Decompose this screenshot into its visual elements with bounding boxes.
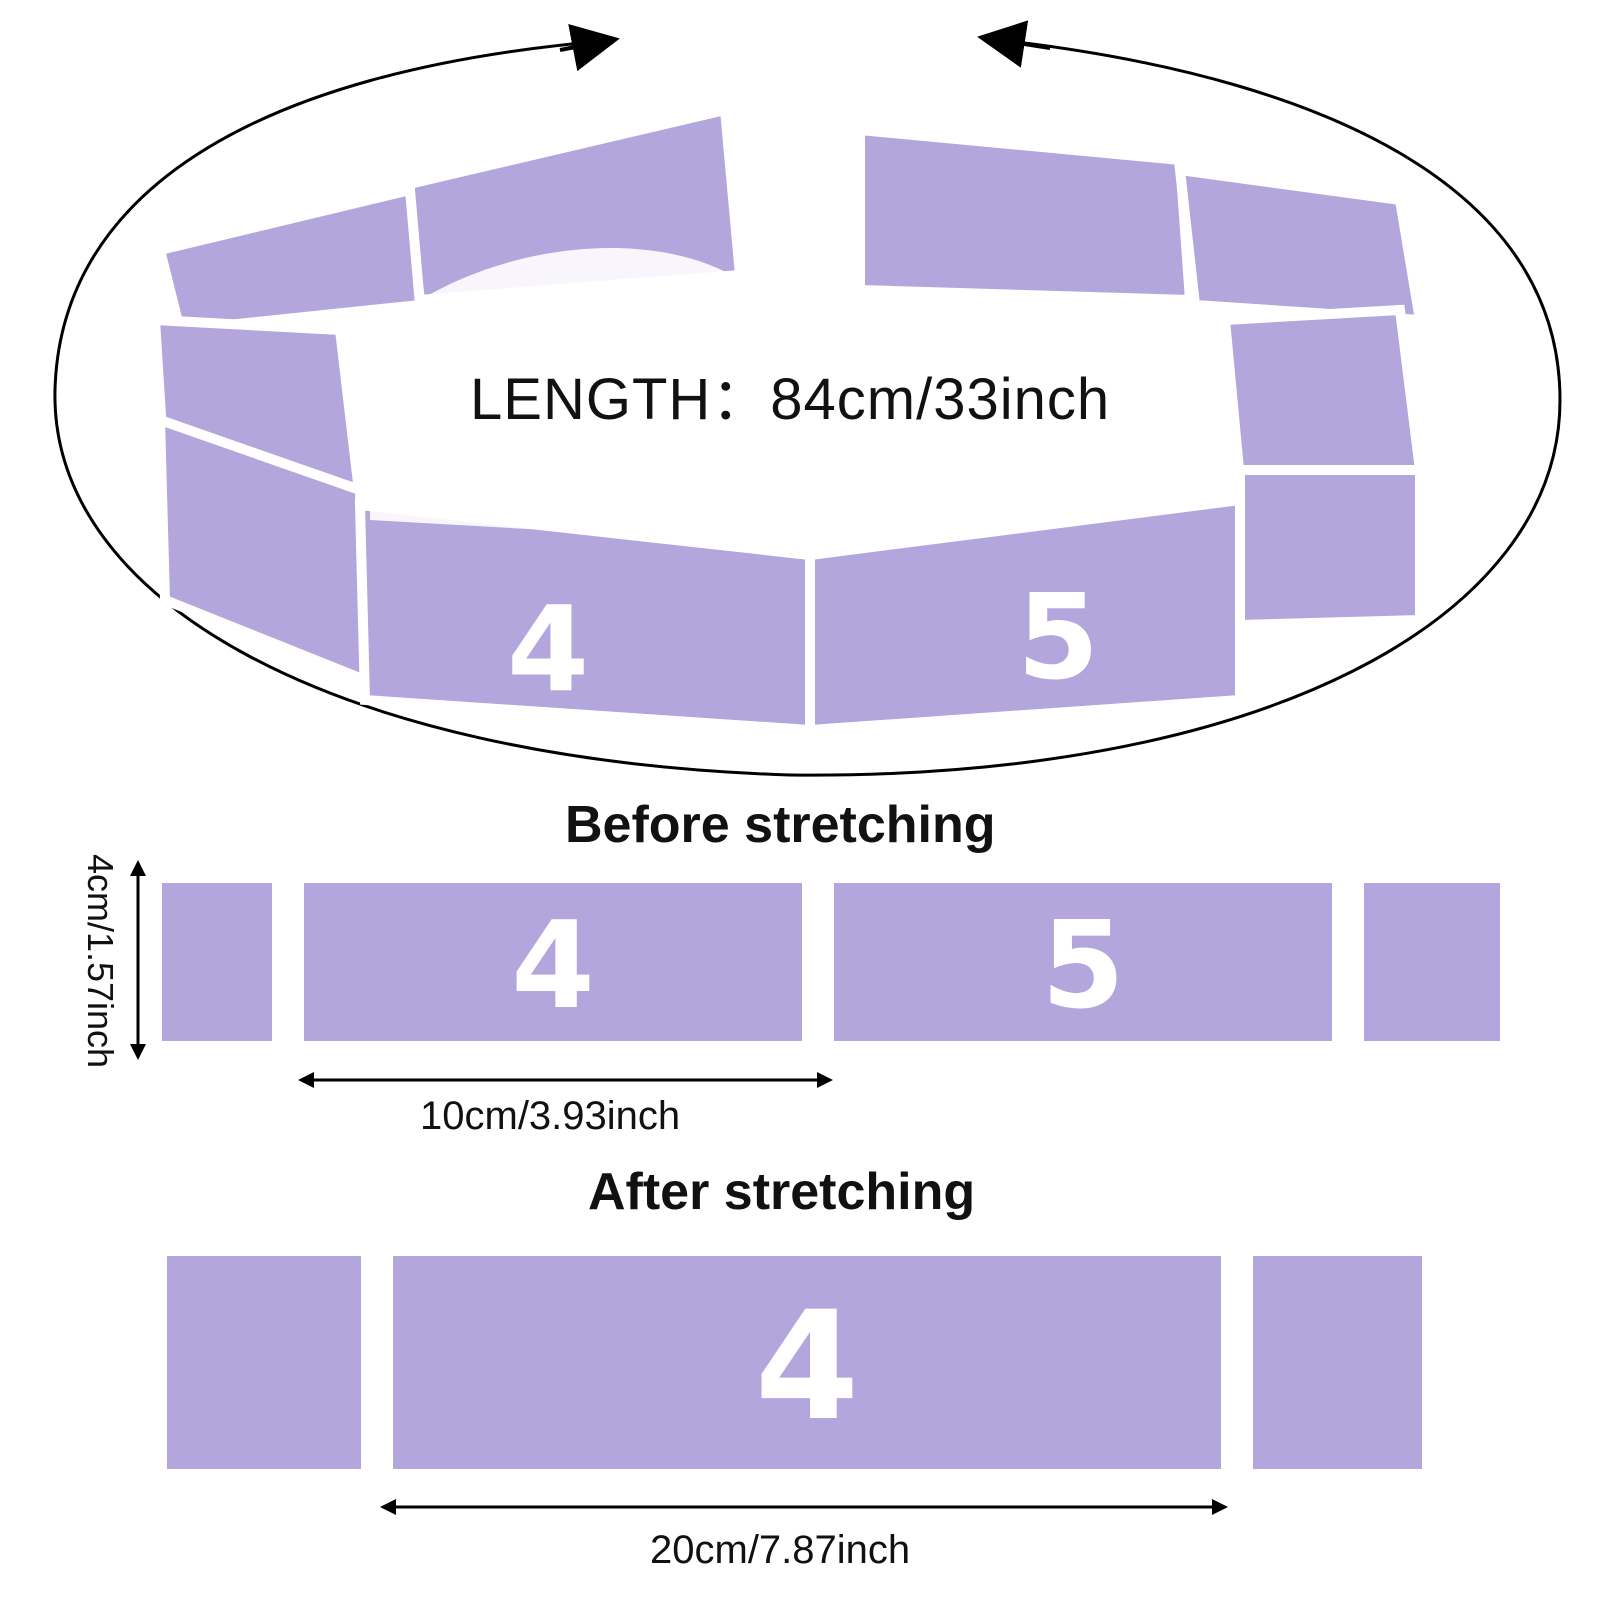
strap-loops bbox=[149, 103, 1426, 736]
arrow-left-icon bbox=[977, 20, 1051, 68]
loop-number-4: 4 bbox=[507, 580, 589, 718]
band-number: 4 bbox=[511, 897, 595, 1036]
before-stretching-title: Before stretching bbox=[565, 796, 996, 854]
width-label: 4cm/1.57inch bbox=[80, 853, 121, 1069]
after-stretching-title: After stretching bbox=[588, 1163, 976, 1221]
strap-loop-illustration: 4 5 bbox=[53, 20, 1562, 777]
after-band-segment bbox=[1237, 1240, 1422, 1485]
stretched-dimension-arrow bbox=[380, 1499, 1228, 1515]
before-band-segment-5 bbox=[818, 867, 1348, 1057]
after-band: 4 bbox=[167, 1240, 1422, 1485]
before-segment-label: 10cm/3.93inch bbox=[420, 1094, 681, 1138]
band-number: 4 bbox=[754, 1280, 860, 1454]
after-band-segment bbox=[167, 1240, 377, 1485]
loop-number-5: 5 bbox=[1017, 568, 1099, 706]
length-label: LENGTH：84cm/33inch bbox=[470, 367, 1111, 432]
band-number: 5 bbox=[1041, 897, 1125, 1036]
before-band-segment-4 bbox=[288, 867, 818, 1057]
segment-dimension-arrow bbox=[298, 1072, 833, 1088]
after-band-segment-4 bbox=[377, 1240, 1237, 1485]
after-segment-label: 20cm/7.87inch bbox=[650, 1528, 911, 1572]
before-band-segment bbox=[1348, 867, 1500, 1057]
before-band: 4 5 bbox=[162, 867, 1500, 1057]
length-ellipse-left bbox=[53, 38, 1562, 777]
width-dimension-arrow bbox=[130, 860, 146, 1060]
before-band-segment bbox=[162, 867, 288, 1057]
arrow-right-icon bbox=[559, 23, 620, 72]
